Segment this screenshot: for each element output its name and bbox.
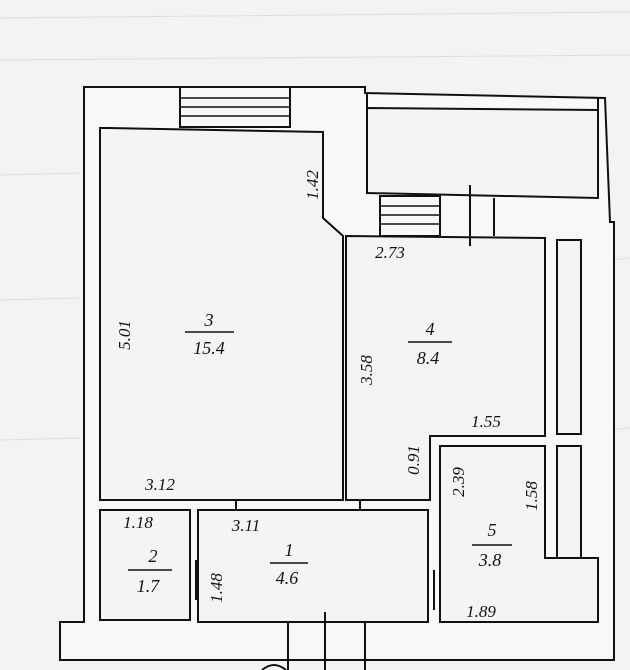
room-2-labels: 1.18 2 1.7 — [123, 513, 172, 596]
room-4-area: 8.4 — [417, 348, 440, 368]
room-3-number: 3 — [204, 310, 214, 330]
right-niche-upper — [556, 239, 582, 435]
room-2-number: 2 — [149, 546, 158, 566]
balcony — [366, 106, 599, 200]
room-5-labels: 2.39 1.58 5 3.8 1.89 — [449, 467, 541, 621]
room-3-dim-1-42: 1.42 — [303, 170, 322, 200]
room-2 — [99, 509, 191, 621]
door-marks — [195, 500, 435, 670]
room-4-dim-1-55: 1.55 — [471, 412, 501, 431]
room-1-number: 1 — [285, 540, 294, 560]
right-niche-lower — [556, 445, 582, 559]
room-1 — [197, 509, 429, 623]
room-3-labels: 3 15.4 5.01 1.42 3.12 — [115, 170, 322, 494]
room-4-dim-height: 3.58 — [357, 355, 376, 386]
room-4-dim-0-91: 0.91 — [404, 445, 423, 475]
bottom-symbol — [261, 664, 287, 670]
room-5-dim-width: 1.89 — [466, 602, 496, 621]
room-1-labels: 3.11 1 4.6 1.48 — [207, 516, 308, 603]
window-room-3 — [179, 86, 291, 128]
room-3-dim-width: 3.12 — [144, 475, 175, 494]
room-5-dim-1-58: 1.58 — [522, 481, 541, 511]
room-4-labels: 2.73 4 8.4 3.58 1.55 0.91 — [357, 243, 501, 475]
room-5-dim-height: 2.39 — [449, 467, 468, 497]
room-5-area: 3.8 — [478, 550, 502, 570]
room-1-dim-width: 3.11 — [231, 516, 261, 535]
room-4-dim-width: 2.73 — [375, 243, 405, 262]
room-3 — [99, 127, 344, 501]
room-1-dim-height: 1.48 — [207, 573, 226, 603]
room-1-area: 4.6 — [276, 568, 299, 588]
room-4 — [345, 234, 546, 501]
room-3-area: 15.4 — [193, 338, 225, 358]
room-2-dim-width: 1.18 — [123, 513, 153, 532]
room-4-number: 4 — [426, 319, 435, 339]
room-3-dim-height: 5.01 — [115, 320, 134, 350]
window-room-4 — [379, 185, 495, 246]
room-5-number: 5 — [488, 520, 497, 540]
room-5 — [439, 445, 599, 623]
room-2-area: 1.7 — [137, 576, 161, 596]
